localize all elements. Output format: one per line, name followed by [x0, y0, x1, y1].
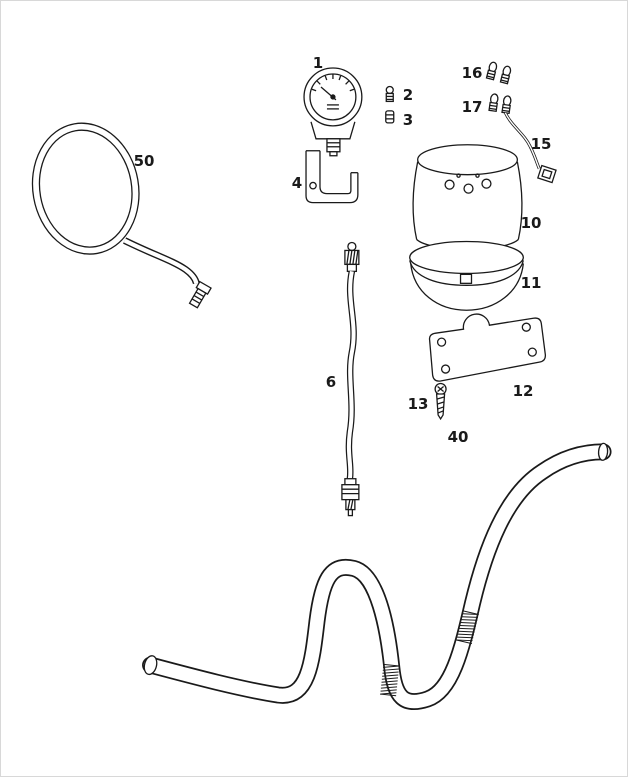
headlight-rim-drawing [409, 240, 524, 311]
bulb-socket-2-drawing [385, 85, 394, 103]
part-label-3: 3 [402, 111, 414, 129]
part-label-16: 16 [461, 64, 483, 82]
part-label-6: 6 [325, 373, 337, 391]
speedometer-drawing [303, 67, 363, 157]
mirror-bolt-drawing [188, 280, 212, 309]
part-label-15: 15 [530, 135, 552, 153]
part-label-13: 13 [407, 395, 429, 413]
part-label-10: 10 [520, 214, 542, 232]
bulbs-17-drawing [488, 93, 512, 115]
bulbs-16-drawing [485, 61, 512, 85]
wire-connector-drawing [537, 164, 557, 184]
handlebar-knurl-band-2 [456, 610, 479, 645]
handlebar-drawing [142, 442, 612, 711]
mirror-drawing [31, 122, 212, 309]
handlebar-knurl-band-1 [380, 663, 400, 697]
part-label-2: 2 [402, 86, 414, 104]
part-label-40: 40 [447, 428, 469, 446]
speedometer-bracket-drawing [305, 150, 359, 204]
part-label-1: 1 [312, 54, 324, 72]
speedometer-cable-drawing [341, 241, 360, 517]
part-label-50: 50 [133, 152, 155, 170]
screw-drawing [434, 382, 447, 421]
mounting-plate-drawing [428, 313, 547, 382]
headlight-housing-drawing [412, 144, 523, 250]
part-label-12: 12 [512, 382, 534, 400]
part-label-4: 4 [291, 174, 303, 192]
bulb-3-drawing [385, 110, 395, 124]
part-label-11: 11 [520, 274, 542, 292]
wire-harness-drawing [504, 112, 557, 184]
part-label-17: 17 [461, 98, 483, 116]
